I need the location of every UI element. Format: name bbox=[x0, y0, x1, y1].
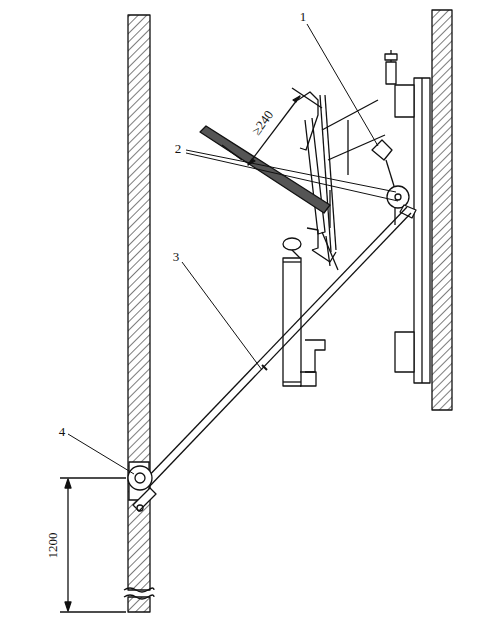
pivot bbox=[387, 186, 409, 208]
dimension-text: ≥240 bbox=[247, 105, 277, 139]
top-insulator bbox=[385, 50, 414, 117]
bottom-insulator bbox=[305, 332, 414, 372]
leader-lines bbox=[68, 24, 398, 474]
right-wall bbox=[432, 10, 452, 410]
middle-insulator bbox=[330, 190, 395, 228]
operating-rod bbox=[141, 207, 411, 489]
handle-mechanism bbox=[128, 462, 156, 511]
fuse-tube bbox=[283, 238, 316, 386]
dimension-text: 1200 bbox=[45, 530, 60, 560]
dimension-1200 bbox=[60, 478, 126, 612]
callout-number: 3 bbox=[171, 249, 182, 264]
callout-number: 2 bbox=[173, 141, 184, 156]
callout-number: 1 bbox=[298, 9, 309, 24]
operating-lever bbox=[200, 126, 330, 213]
dimension-240 bbox=[222, 88, 322, 165]
callout-number: 4 bbox=[57, 424, 68, 439]
